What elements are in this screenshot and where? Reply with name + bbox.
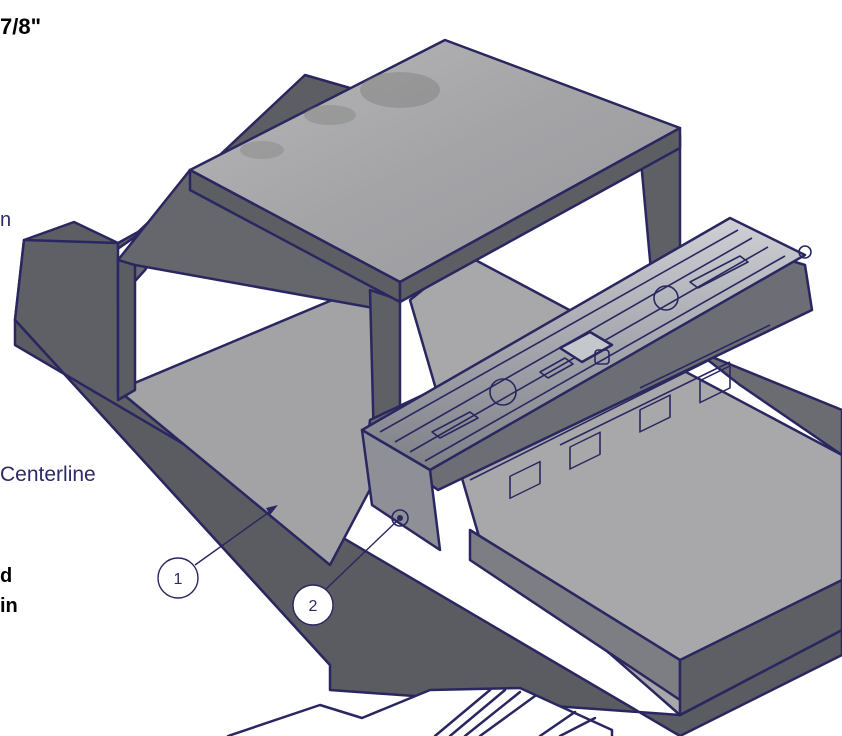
detector-ribs — [509, 365, 731, 500]
roof-post-left — [116, 248, 137, 402]
housing-floor-lip — [693, 348, 842, 457]
leader-line-1 — [194, 509, 273, 566]
balloon-2: 2 — [292, 515, 403, 626]
label-centerline: Centerline — [0, 463, 96, 486]
rail-slot-2 — [539, 357, 574, 379]
center-latch — [558, 330, 614, 364]
label-partial-in: in — [0, 595, 18, 617]
latch-knob — [594, 349, 610, 365]
housing-floor-front — [678, 578, 842, 717]
label-partial-d: d — [0, 565, 12, 587]
end-knob — [798, 245, 812, 259]
port-round-left — [489, 378, 517, 406]
label-fraction: 7/8" — [0, 14, 41, 39]
leader-arrow-1 — [266, 505, 278, 515]
detector-front-cap — [360, 428, 442, 552]
port-round-right — [653, 285, 679, 311]
label-partial-n: n — [0, 209, 11, 231]
rail-slot-1 — [431, 411, 479, 439]
detector-unit — [360, 216, 814, 552]
balloon-number-2: 2 — [309, 598, 318, 615]
trench-housing — [13, 73, 842, 736]
roof-fascia-right — [398, 126, 682, 304]
second-view-rails — [433, 688, 597, 736]
second-view-partial — [226, 686, 614, 736]
balloon-circle-1 — [157, 557, 199, 599]
balloon-1: 1 — [157, 505, 278, 599]
rail-slot-3 — [689, 255, 749, 289]
balloon-number-1: 1 — [174, 571, 183, 588]
front-cap-screw — [391, 509, 409, 527]
balloon-circle-2 — [292, 584, 334, 626]
leader-line-2 — [324, 519, 399, 591]
leader-dot-2 — [397, 515, 403, 521]
roof-reflection — [240, 72, 440, 159]
detector-side-grooves — [469, 324, 771, 481]
